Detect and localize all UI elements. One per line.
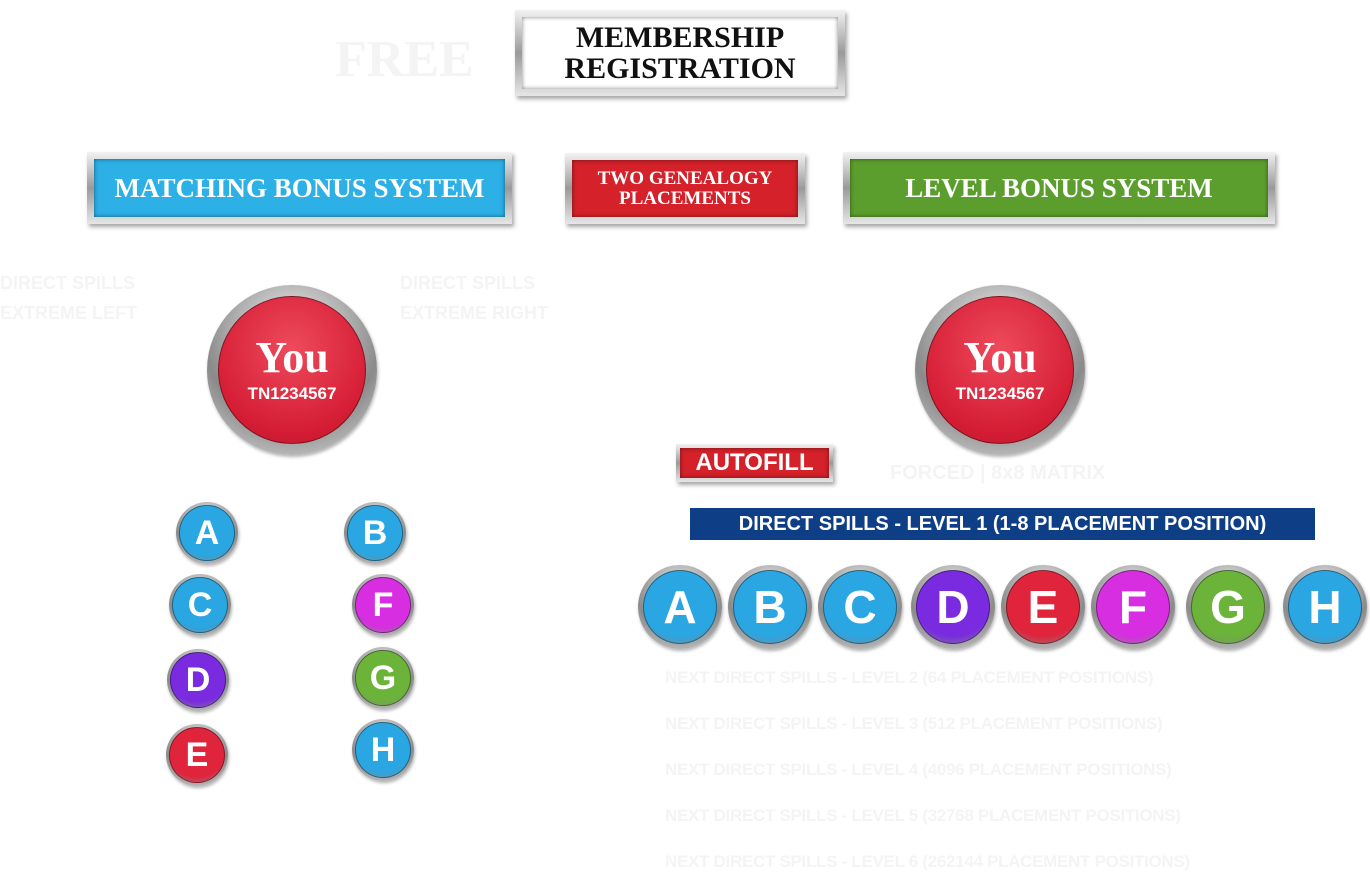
right-node-b: B <box>728 565 812 649</box>
you-label: You <box>255 333 329 382</box>
right-node-a: A <box>638 565 722 649</box>
left-node-g: G <box>352 647 414 709</box>
left-node-a: A <box>176 502 238 564</box>
genealogy-label: TWO GENEALOGY PLACEMENTS <box>572 160 798 217</box>
left-node-e: E <box>166 724 228 786</box>
node-letter: B <box>732 569 808 645</box>
right-node-c: C <box>818 565 902 649</box>
member-id: TN1234567 <box>247 384 337 403</box>
node-letter: A <box>179 505 235 561</box>
node-letter: E <box>169 727 225 783</box>
level1-banner: DIRECT SPILLS - LEVEL 1 (1-8 PLACEMENT P… <box>690 508 1315 540</box>
free-label: FREE <box>335 31 474 88</box>
member-id: TN1234567 <box>955 384 1045 403</box>
left-node-f: F <box>352 574 414 636</box>
node-letter: G <box>1190 569 1266 645</box>
node-letter: B <box>347 505 403 561</box>
left-node-b: B <box>344 502 406 564</box>
level-bonus-box: LEVEL BONUS SYSTEM <box>843 152 1275 224</box>
level-4-label: NEXT DIRECT SPILLS - LEVEL 4 (4096 PLACE… <box>665 760 1172 779</box>
node-letter: G <box>355 650 411 706</box>
level-bonus-label: LEVEL BONUS SYSTEM <box>850 159 1268 217</box>
matrix-label: FORCED | 8x8 MATRIX <box>890 462 1106 484</box>
autofill-badge: AUTOFILL <box>676 444 833 482</box>
left-node-c: C <box>169 574 231 636</box>
autofill-label: AUTOFILL <box>680 448 829 478</box>
spill-right-label: DIRECT SPILLS EXTREME RIGHT <box>400 273 549 323</box>
membership-registration-label: MEMBERSHIP REGISTRATION <box>522 17 838 89</box>
right-node-g: G <box>1186 565 1270 649</box>
node-letter: H <box>355 722 411 778</box>
left-node-h: H <box>352 719 414 781</box>
you-label: You <box>963 333 1037 382</box>
node-letter: D <box>915 569 991 645</box>
right-node-d: D <box>911 565 995 649</box>
level-3-label: NEXT DIRECT SPILLS - LEVEL 3 (512 PLACEM… <box>665 714 1163 733</box>
spill-left-label: DIRECT SPILLS EXTREME LEFT <box>0 273 138 323</box>
node-letter: C <box>172 577 228 633</box>
genealogy-box: TWO GENEALOGY PLACEMENTS <box>565 153 805 224</box>
right-node-f: F <box>1091 565 1175 649</box>
node-letter: A <box>642 569 718 645</box>
node-letter: E <box>1005 569 1081 645</box>
right-node-h: H <box>1283 565 1367 649</box>
level-2-label: NEXT DIRECT SPILLS - LEVEL 2 (64 PLACEME… <box>665 668 1154 687</box>
node-letter: H <box>1287 569 1363 645</box>
level-6-label: NEXT DIRECT SPILLS - LEVEL 6 (262144 PLA… <box>665 852 1190 871</box>
node-letter: F <box>355 577 411 633</box>
node-letter: C <box>822 569 898 645</box>
right-node-e: E <box>1001 565 1085 649</box>
level-5-label: NEXT DIRECT SPILLS - LEVEL 5 (32768 PLAC… <box>665 806 1181 825</box>
node-letter: D <box>170 652 226 708</box>
matching-bonus-label: MATCHING BONUS SYSTEM <box>94 159 505 217</box>
membership-registration-box: MEMBERSHIP REGISTRATION <box>515 10 845 96</box>
matching-bonus-box: MATCHING BONUS SYSTEM <box>87 152 512 224</box>
node-letter: F <box>1095 569 1171 645</box>
left-node-d: D <box>167 649 229 711</box>
